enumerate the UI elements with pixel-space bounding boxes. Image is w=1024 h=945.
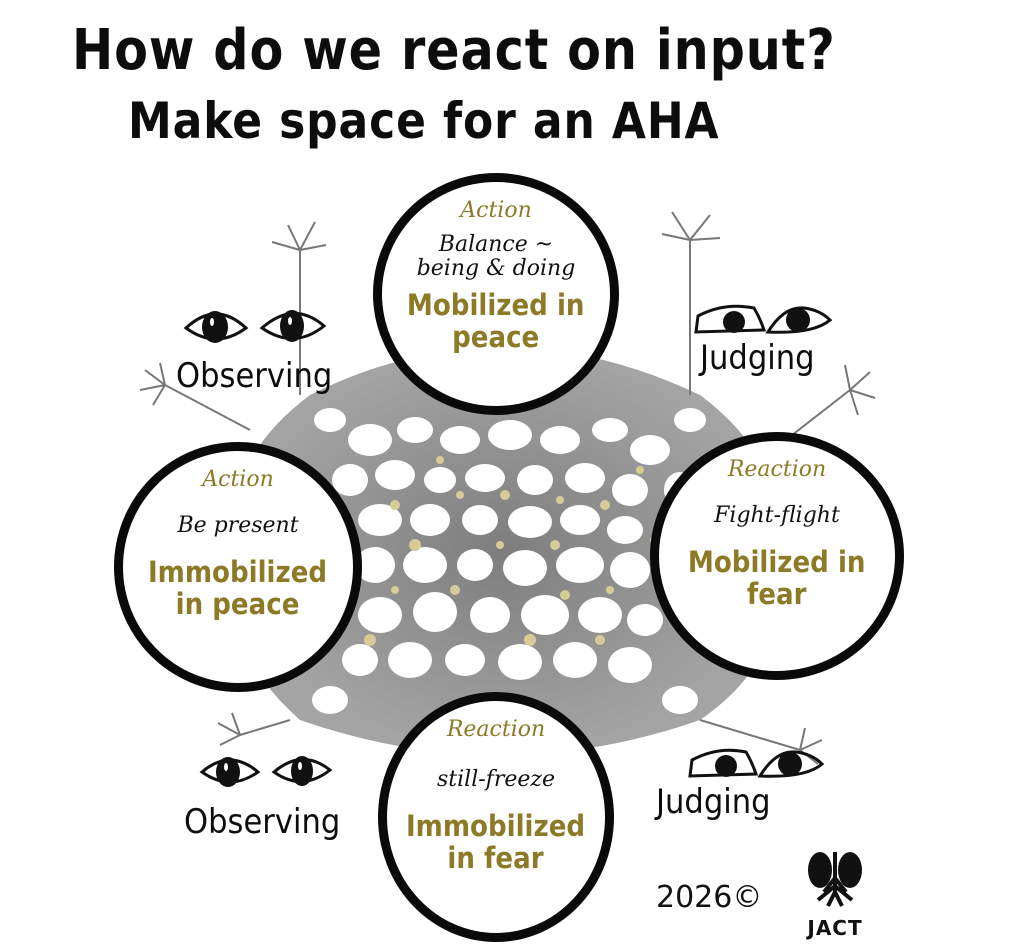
circle-immobilized-in-fear: Reaction still-freeze Immobilized in fea… [378, 692, 614, 942]
title-line-1: How do we react on input? [72, 18, 836, 83]
narrowed-eyes-icon [688, 748, 825, 778]
circle-state: Immobilized in fear [406, 809, 586, 875]
judging-label: Judging [656, 782, 771, 822]
circle-behavior: Fight-flight [714, 503, 840, 528]
judging-label: Judging [700, 338, 815, 378]
circle-state: Mobilized in peace [407, 288, 585, 354]
title-line-2: Make space for an AHA [128, 92, 720, 150]
circle-kind-label: Action [202, 467, 274, 492]
open-eyes-icon [183, 310, 327, 343]
circle-immobilized-in-peace: Action Be present Immobilized in peace [114, 442, 362, 692]
circle-state: Mobilized in fear [688, 545, 866, 611]
narrowed-eyes-icon [694, 304, 833, 334]
open-eyes-icon [199, 756, 333, 787]
circle-kind-label: Reaction [446, 717, 546, 742]
tree-roots-logo-icon [808, 852, 862, 907]
circle-kind-label: Reaction [727, 457, 827, 482]
observing-label: Observing [176, 356, 333, 396]
circle-kind-label: Action [460, 198, 532, 223]
circle-state: Immobilized in peace [148, 555, 328, 621]
copyright-text: 2026© [656, 880, 763, 915]
circle-mobilized-in-fear: Reaction Fight-flight Mobilized in fear [650, 432, 904, 680]
logo-text: JACT [807, 916, 863, 940]
circle-mobilized-in-peace: Action Balance ~ being & doing Mobilized… [373, 173, 619, 415]
jact-logo: JACT [790, 848, 880, 940]
observing-label: Observing [184, 802, 341, 842]
circle-behavior: still-freeze [437, 767, 555, 792]
circle-behavior: Balance ~ being & doing [416, 232, 576, 281]
circle-behavior: Be present [177, 513, 299, 538]
